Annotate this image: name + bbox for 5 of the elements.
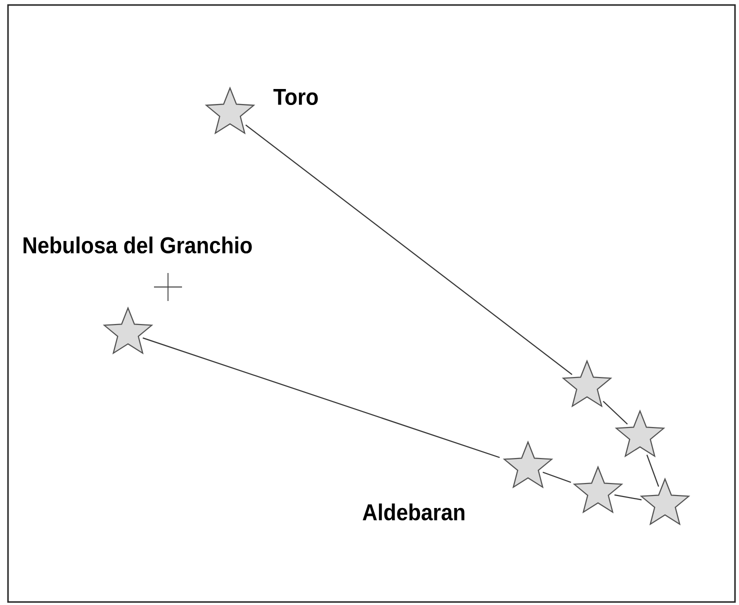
line	[602, 400, 628, 424]
line	[245, 124, 572, 375]
line	[646, 454, 660, 487]
star-label: Aldebaran	[362, 504, 464, 520]
star-label: Nebulosa del Granchio	[24, 236, 252, 254]
